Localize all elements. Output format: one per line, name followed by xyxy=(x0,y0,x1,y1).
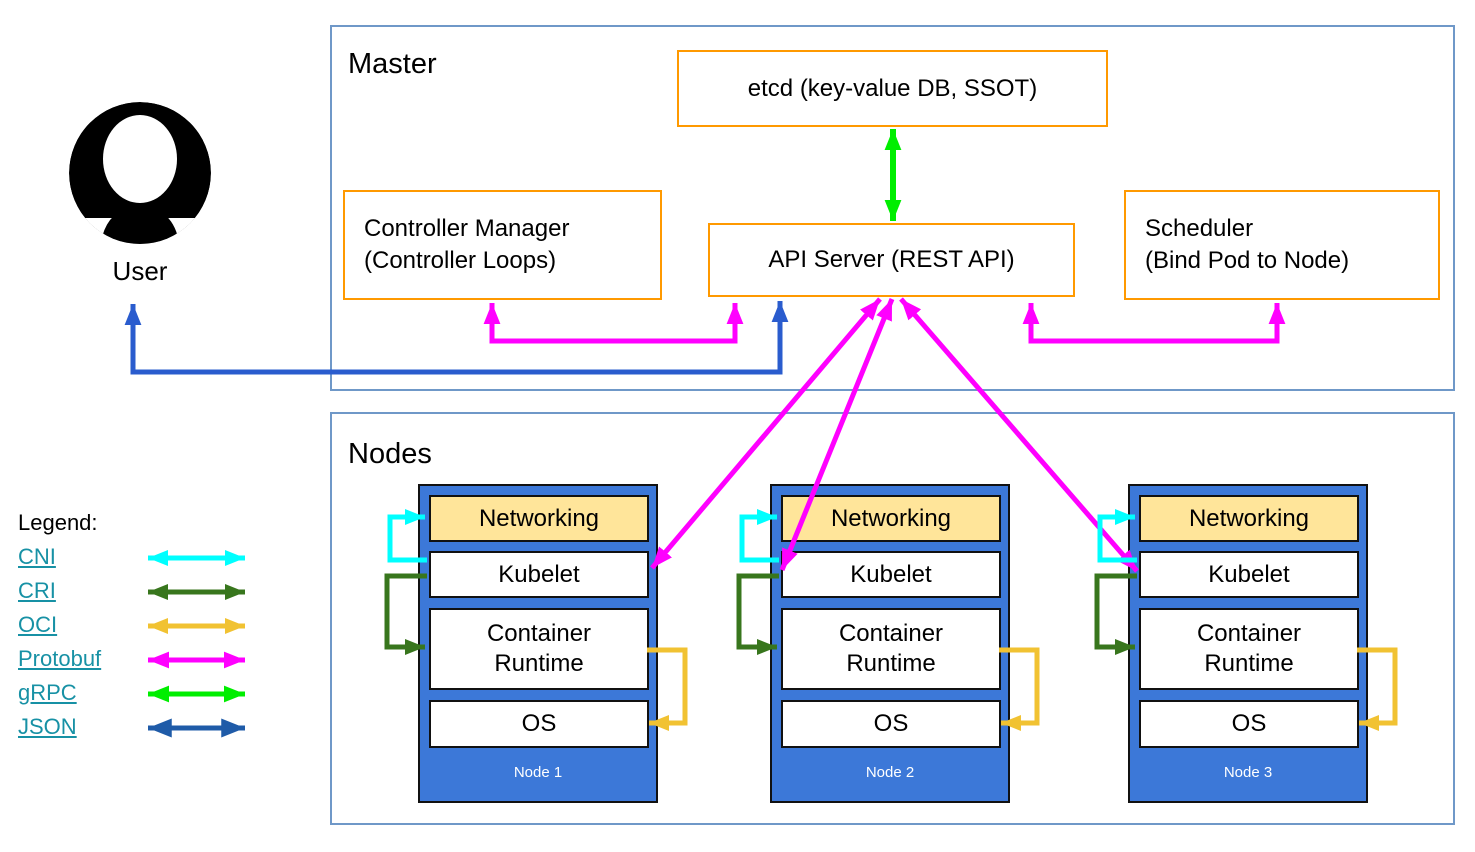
kubelet-label: Kubelet xyxy=(1208,560,1290,588)
user-icon xyxy=(69,102,211,244)
node-1-kubelet-box: Kubelet xyxy=(429,551,649,598)
scheduler-box: Scheduler (Bind Pod to Node) xyxy=(1124,190,1440,300)
legend-link-oci[interactable]: OCI xyxy=(18,612,58,637)
controller-manager-box: Controller Manager (Controller Loops) xyxy=(343,190,662,300)
node-1-networking-box: Networking xyxy=(429,495,649,542)
legend-link-grpc[interactable]: gRPC xyxy=(18,680,77,705)
legend-link-json[interactable]: JSON xyxy=(18,714,77,739)
node-3-networking-box: Networking xyxy=(1139,495,1359,542)
node-1-os-box: OS xyxy=(429,700,649,748)
networking-label: Networking xyxy=(1188,504,1310,532)
etcd-box: etcd (key-value DB, SSOT) xyxy=(677,50,1108,127)
nodes-title: Nodes xyxy=(348,438,432,470)
node-3-os-box: OS xyxy=(1139,700,1359,748)
container-runtime-label: Container Runtime xyxy=(1196,620,1302,677)
scheduler-label-line2: (Bind Pod to Node) xyxy=(1145,247,1350,274)
node-2-kubelet-box: Kubelet xyxy=(781,551,1001,598)
node-1-box: Networking Kubelet Container Runtime OS … xyxy=(418,484,658,803)
api-server-box: API Server (REST API) xyxy=(708,223,1075,297)
etcd-label: etcd (key-value DB, SSOT) xyxy=(747,74,1038,102)
node-2-box: Networking Kubelet Container Runtime OS … xyxy=(770,484,1010,803)
legend-title: Legend: xyxy=(18,510,98,535)
legend-link-cri[interactable]: CRI xyxy=(18,578,56,603)
node-2-networking-box: Networking xyxy=(781,495,1001,542)
legend-link-cni[interactable]: CNI xyxy=(18,544,56,569)
node-3-caption: Node 3 xyxy=(1223,764,1273,781)
container-runtime-label: Container Runtime xyxy=(486,620,592,677)
node-2-os-box: OS xyxy=(781,700,1001,748)
networking-label: Networking xyxy=(478,504,600,532)
node-2-container-runtime-box: Container Runtime xyxy=(781,608,1001,690)
api-server-label: API Server (REST API) xyxy=(768,246,1015,273)
controller-manager-label-line1: Controller Manager xyxy=(364,215,570,243)
kubelet-label: Kubelet xyxy=(498,560,580,588)
scheduler-label-line1: Scheduler xyxy=(1145,215,1254,243)
os-label: OS xyxy=(873,710,909,737)
kubelet-label: Kubelet xyxy=(850,560,932,588)
controller-manager-label-line2: (Controller Loops) xyxy=(364,247,557,274)
networking-label: Networking xyxy=(830,504,952,532)
node-1-caption: Node 1 xyxy=(513,764,563,781)
legend-link-protobuf[interactable]: Protobuf xyxy=(18,646,102,671)
node-1-container-runtime-box: Container Runtime xyxy=(429,608,649,690)
node-3-box: Networking Kubelet Container Runtime OS … xyxy=(1128,484,1368,803)
node-2-caption: Node 2 xyxy=(865,764,915,781)
user-label: User xyxy=(112,256,168,286)
os-label: OS xyxy=(521,710,557,737)
node-3-kubelet-box: Kubelet xyxy=(1139,551,1359,598)
container-runtime-label: Container Runtime xyxy=(838,620,944,677)
master-title: Master xyxy=(348,48,437,80)
os-label: OS xyxy=(1231,710,1267,737)
node-3-container-runtime-box: Container Runtime xyxy=(1139,608,1359,690)
